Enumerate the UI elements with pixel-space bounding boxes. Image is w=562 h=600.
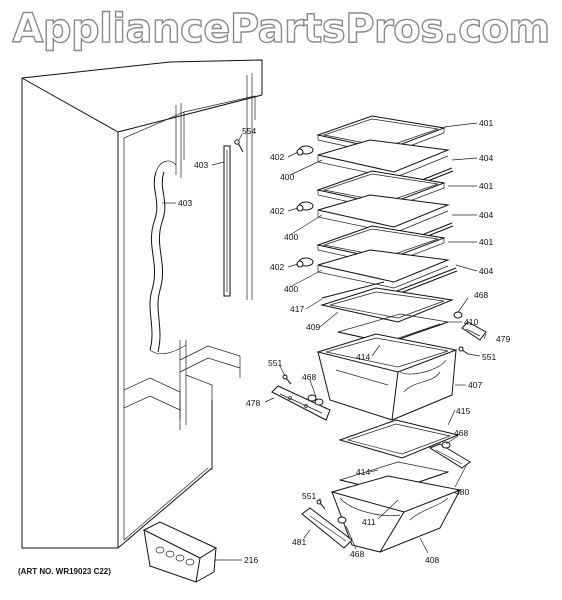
callout-414: 414 bbox=[356, 352, 370, 362]
callout-480: 480 bbox=[455, 487, 469, 497]
callout-415: 415 bbox=[456, 406, 470, 416]
cabinet-outline bbox=[21, 59, 263, 549]
callout-401: 401 bbox=[479, 181, 493, 191]
callout-478: 478 bbox=[246, 398, 260, 408]
callout-468: 468 bbox=[302, 372, 316, 382]
callout-402: 402 bbox=[270, 152, 284, 162]
pan-lower-cover bbox=[338, 419, 460, 459]
callout-481: 481 bbox=[292, 537, 306, 547]
callout-551: 551 bbox=[482, 352, 496, 362]
channel-right bbox=[223, 145, 231, 297]
callout-417: 417 bbox=[290, 304, 304, 314]
callout-411: 411 bbox=[362, 517, 376, 527]
shelf-3 bbox=[296, 225, 458, 300]
callout-216: 216 bbox=[244, 555, 258, 565]
callout-410: 410 bbox=[464, 317, 478, 327]
slide-478 bbox=[271, 385, 331, 421]
callout-400: 400 bbox=[284, 232, 298, 242]
slide-480 bbox=[428, 441, 471, 469]
callout-403: 403 bbox=[178, 198, 192, 208]
callout-468: 468 bbox=[454, 428, 468, 438]
callout-400: 400 bbox=[284, 284, 298, 294]
callout-401: 401 bbox=[479, 118, 493, 128]
callout-479: 479 bbox=[496, 334, 510, 344]
callout-414: 414 bbox=[356, 467, 370, 477]
callout-551: 551 bbox=[268, 358, 282, 368]
pan-lower bbox=[330, 475, 462, 553]
callout-401: 401 bbox=[479, 237, 493, 247]
callout-468: 468 bbox=[350, 549, 364, 559]
slide-481 bbox=[301, 507, 353, 549]
callout-551: 551 bbox=[302, 491, 316, 501]
watermark-logo: AppliancePartsPros.com bbox=[12, 5, 551, 52]
callout-409: 409 bbox=[306, 322, 320, 332]
callout-400: 400 bbox=[280, 172, 294, 182]
callout-403: 403 bbox=[194, 160, 208, 170]
pan-cover bbox=[320, 281, 454, 323]
slide-479 bbox=[453, 311, 487, 341]
callout-402: 402 bbox=[270, 262, 284, 272]
callout-labels: 401 404 401 404 401 404 402 400 402 400 … bbox=[178, 118, 510, 565]
channel-left bbox=[149, 160, 187, 355]
callout-408: 408 bbox=[425, 555, 439, 565]
shelf-1 bbox=[296, 115, 454, 199]
pan-upper bbox=[316, 333, 458, 421]
callout-404: 404 bbox=[479, 266, 493, 276]
art-number-caption: (ART NO. WR19023 C22) bbox=[18, 567, 111, 576]
screw-554 bbox=[234, 139, 244, 153]
callout-404: 404 bbox=[479, 210, 493, 220]
dairy-bin bbox=[142, 521, 218, 583]
callout-554: 554 bbox=[242, 126, 256, 136]
callout-404: 404 bbox=[479, 153, 493, 163]
leader-lines bbox=[162, 122, 487, 561]
callout-402: 402 bbox=[270, 206, 284, 216]
callout-468: 468 bbox=[474, 290, 488, 300]
callout-407: 407 bbox=[468, 380, 482, 390]
